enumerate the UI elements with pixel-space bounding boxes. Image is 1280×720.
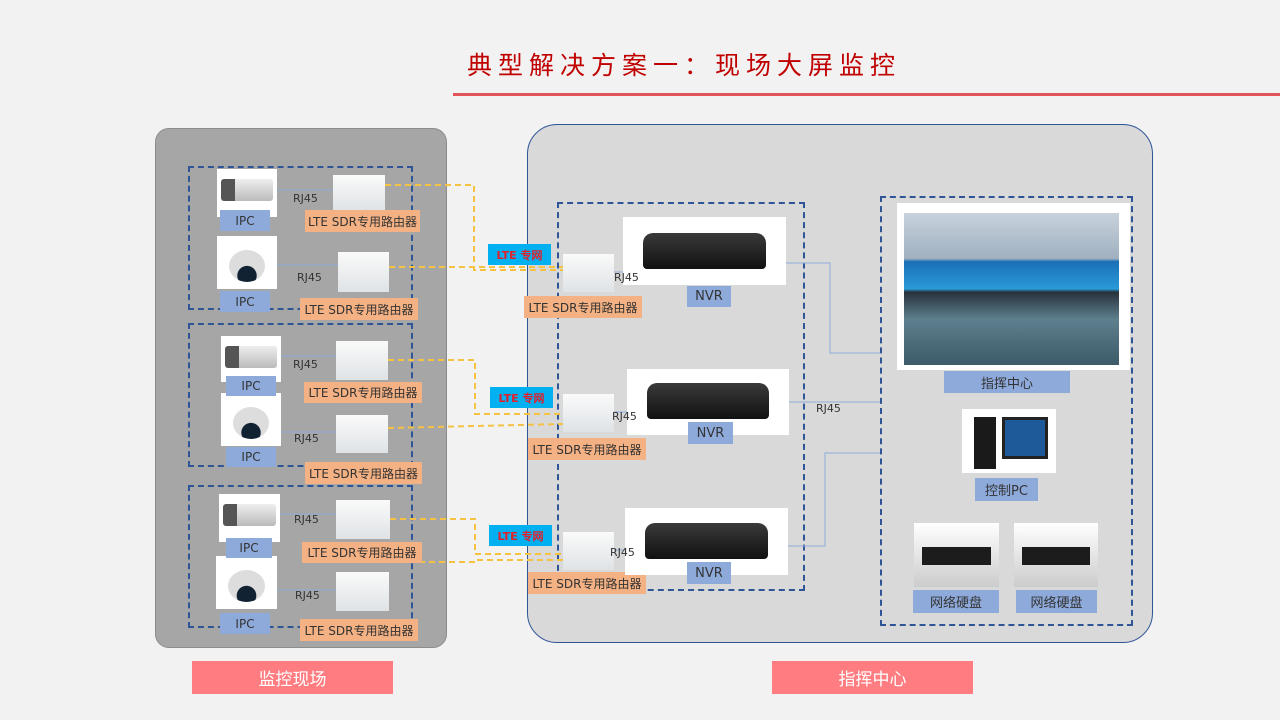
bullet-camera-image: [217, 169, 277, 217]
router-image: [333, 175, 385, 210]
rj45-label: RJ45: [816, 402, 841, 415]
center-group: [880, 196, 1133, 626]
command-center-caption: 指挥中心: [772, 661, 973, 694]
router-image: [563, 394, 614, 432]
title-underline: [453, 93, 1280, 96]
router-label: LTE SDR专用路由器: [524, 296, 642, 318]
router-image: [336, 341, 388, 380]
router-label: LTE SDR专用路由器: [305, 210, 420, 232]
rj45-label: RJ45: [297, 271, 322, 284]
dome-camera-image: [217, 236, 277, 289]
control-pc-label: 控制PC: [975, 478, 1038, 501]
nvr-label: NVR: [687, 286, 731, 307]
router-image: [563, 532, 614, 570]
network-disk-image: [914, 523, 999, 587]
lte-network-label: LTE 专网: [490, 387, 553, 408]
rj45-label: RJ45: [610, 546, 635, 559]
network-disk-image: [1014, 523, 1098, 587]
lte-network-label: LTE 专网: [488, 244, 551, 265]
control-pc-image: [962, 409, 1056, 473]
rj45-label: RJ45: [293, 358, 318, 371]
router-image: [338, 252, 389, 292]
router-label: LTE SDR专用路由器: [302, 542, 422, 563]
rj45-label: RJ45: [295, 589, 320, 602]
rj45-label: RJ45: [294, 513, 319, 526]
rj45-label: RJ45: [612, 410, 637, 423]
network-disk-label: 网络硬盘: [913, 590, 999, 613]
router-image: [336, 500, 390, 539]
command-center-label: 指挥中心: [944, 371, 1070, 393]
nvr-label: NVR: [688, 422, 733, 444]
router-label: LTE SDR专用路由器: [528, 438, 646, 460]
router-label: LTE SDR专用路由器: [528, 572, 646, 594]
lte-network-label: LTE 专网: [489, 525, 552, 546]
rj45-label: RJ45: [614, 271, 639, 284]
router-image: [563, 254, 614, 292]
monitoring-site-caption: 监控现场: [192, 661, 393, 694]
nvr-label: NVR: [687, 562, 731, 584]
nvr-image: [623, 217, 786, 285]
router-image: [336, 572, 389, 611]
router-image: [336, 415, 388, 453]
ipc-label: IPC: [220, 210, 270, 231]
network-disk-label: 网络硬盘: [1016, 590, 1097, 613]
bullet-camera-image: [219, 494, 280, 542]
ipc-label: IPC: [220, 291, 270, 312]
nvr-image: [627, 369, 789, 435]
router-label: LTE SDR专用路由器: [305, 462, 422, 484]
control-room-image: [897, 203, 1130, 370]
ipc-label: IPC: [226, 447, 276, 467]
router-label: LTE SDR专用路由器: [300, 619, 418, 641]
ipc-label: IPC: [226, 538, 272, 558]
router-label: LTE SDR专用路由器: [304, 382, 422, 403]
ipc-label: IPC: [220, 613, 270, 634]
ipc-label: IPC: [226, 376, 276, 396]
router-label: LTE SDR专用路由器: [300, 298, 418, 320]
page-title: 典型解决方案一：现场大屏监控: [467, 51, 902, 80]
rj45-label: RJ45: [294, 432, 319, 445]
dome-camera-image: [221, 393, 281, 446]
bullet-camera-image: [221, 336, 281, 382]
dome-camera-image: [216, 556, 277, 609]
rj45-label: RJ45: [293, 192, 318, 205]
